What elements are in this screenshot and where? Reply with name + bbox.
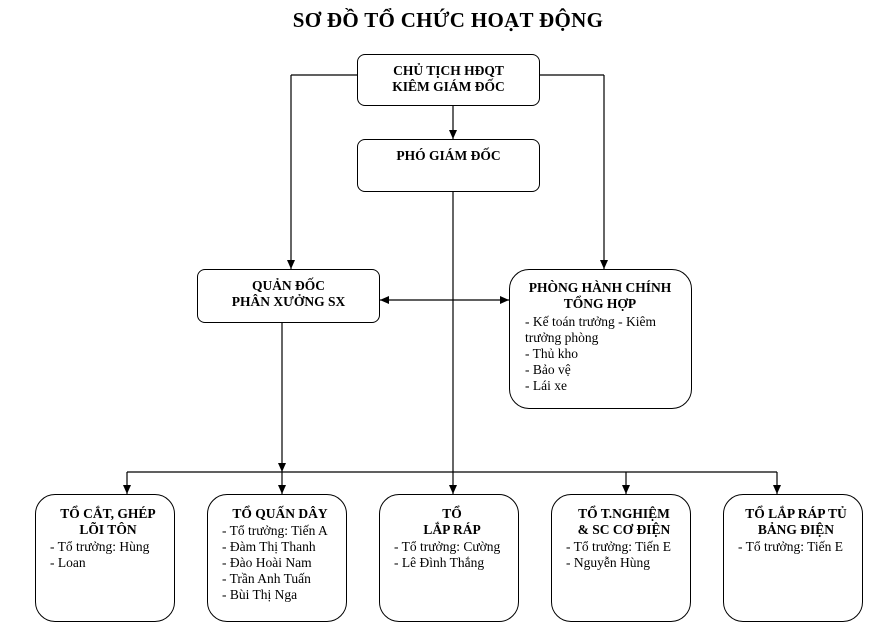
node-chairman-line: KIÊM GIÁM ĐỐC	[392, 79, 505, 94]
arrowhead	[500, 296, 509, 304]
team-cut-core: TỔ CẮT, GHÉP LÕI TÔN - Tổ trưởng: Hùng -…	[35, 494, 175, 622]
team-member: - Tổ trưởng: Tiến E	[738, 539, 843, 554]
node-workshop-foreman-line: PHÂN XƯỞNG SX	[231, 294, 346, 309]
team-assembly: TỔ LẮP RÁP - Tổ trưởng: Cường - Lê Đình …	[379, 494, 519, 622]
team-member-list: - Tổ trưởng: Cường - Lê Đình Thắng	[394, 539, 510, 571]
team-title-line: BẢNG ĐIỆN	[757, 522, 835, 537]
team-title-line: LÕI TÔN	[79, 522, 137, 537]
team-member: - Trần Anh Tuấn	[222, 571, 311, 586]
team-member-list: - Tổ trưởng: Tiến A - Đàm Thị Thanh - Đà…	[222, 523, 338, 603]
node-workshop-foreman-line: QUẢN ĐỐC	[251, 278, 326, 293]
team-member: - Bùi Thị Nga	[222, 587, 298, 602]
staff-item: - Lái xe	[525, 378, 567, 393]
team-member-list: - Tổ trưởng: Hùng - Loan	[50, 539, 166, 571]
admin-office-staff-list: - Kế toán trưởng - Kiêm trưởng phòng - T…	[525, 314, 683, 394]
node-chairman-line: CHỦ TỊCH HĐQT	[393, 63, 504, 78]
team-title-line: TỔ CẮT, GHÉP	[60, 506, 156, 521]
team-title-line: TỔ T.NGHIỆM	[578, 506, 670, 521]
team-title-line: TỔ LẮP RÁP TỦ	[745, 506, 847, 521]
node-vice-director-line: PHÓ GIÁM ĐỐC	[396, 148, 501, 163]
team-title-line: TỔ QUẤN DÂY	[232, 506, 328, 521]
node-admin-office-line: TỔNG HỢP	[563, 296, 637, 311]
node-chairman: CHỦ TỊCH HĐQT KIÊM GIÁM ĐỐC	[357, 54, 540, 106]
team-member: - Đàm Thị Thanh	[222, 539, 316, 554]
team-member: - Loan	[50, 555, 86, 570]
team-title-line: & SC CƠ ĐIỆN	[577, 522, 671, 537]
arrowhead	[600, 260, 608, 269]
arrowhead	[278, 485, 286, 494]
arrowhead	[123, 485, 131, 494]
team-member: - Tổ trưởng: Tiến E	[566, 539, 671, 554]
team-member: - Tổ trưởng: Tiến A	[222, 523, 328, 538]
team-testing-repair: TỔ T.NGHIỆM & SC CƠ ĐIỆN - Tổ trưởng: Ti…	[551, 494, 691, 622]
node-workshop-foreman: QUẢN ĐỐC PHÂN XƯỞNG SX	[197, 269, 380, 323]
arrowhead	[773, 485, 781, 494]
team-cabinet-assembly: TỔ LẮP RÁP TỦ BẢNG ĐIỆN - Tổ trưởng: Tiế…	[723, 494, 863, 622]
arrowhead	[449, 130, 457, 139]
team-title-line: LẮP RÁP	[423, 522, 481, 537]
team-member: - Tổ trưởng: Cường	[394, 539, 501, 554]
team-member-list: - Tổ trưởng: Tiến E - Nguyễn Hùng	[566, 539, 682, 571]
staff-item: - Bảo vệ	[525, 362, 571, 377]
team-title-line: TỔ	[442, 506, 462, 521]
node-vice-director: PHÓ GIÁM ĐỐC	[357, 139, 540, 192]
team-member: - Đào Hoài Nam	[222, 555, 312, 570]
team-member: - Nguyễn Hùng	[566, 555, 650, 570]
arrowhead	[449, 485, 457, 494]
staff-item: - Thủ kho	[525, 346, 578, 361]
arrowhead	[380, 296, 389, 304]
arrowhead	[278, 463, 286, 472]
node-admin-office-line: PHÒNG HÀNH CHÍNH	[528, 280, 672, 295]
team-member: - Lê Đình Thắng	[394, 555, 485, 570]
team-member: - Tổ trưởng: Hùng	[50, 539, 150, 554]
team-winding: TỔ QUẤN DÂY - Tổ trưởng: Tiến A - Đàm Th…	[207, 494, 347, 622]
arrowhead	[622, 485, 630, 494]
chart-title: SƠ ĐỒ TỔ CHỨC HOẠT ĐỘNG	[292, 8, 604, 32]
node-admin-office: PHÒNG HÀNH CHÍNH TỔNG HỢP - Kế toán trưở…	[509, 269, 692, 409]
staff-item: - Kế toán trưởng - Kiêm trưởng phòng	[525, 314, 657, 345]
arrowhead	[287, 260, 295, 269]
team-member-list: - Tổ trưởng: Tiến E	[738, 539, 854, 555]
